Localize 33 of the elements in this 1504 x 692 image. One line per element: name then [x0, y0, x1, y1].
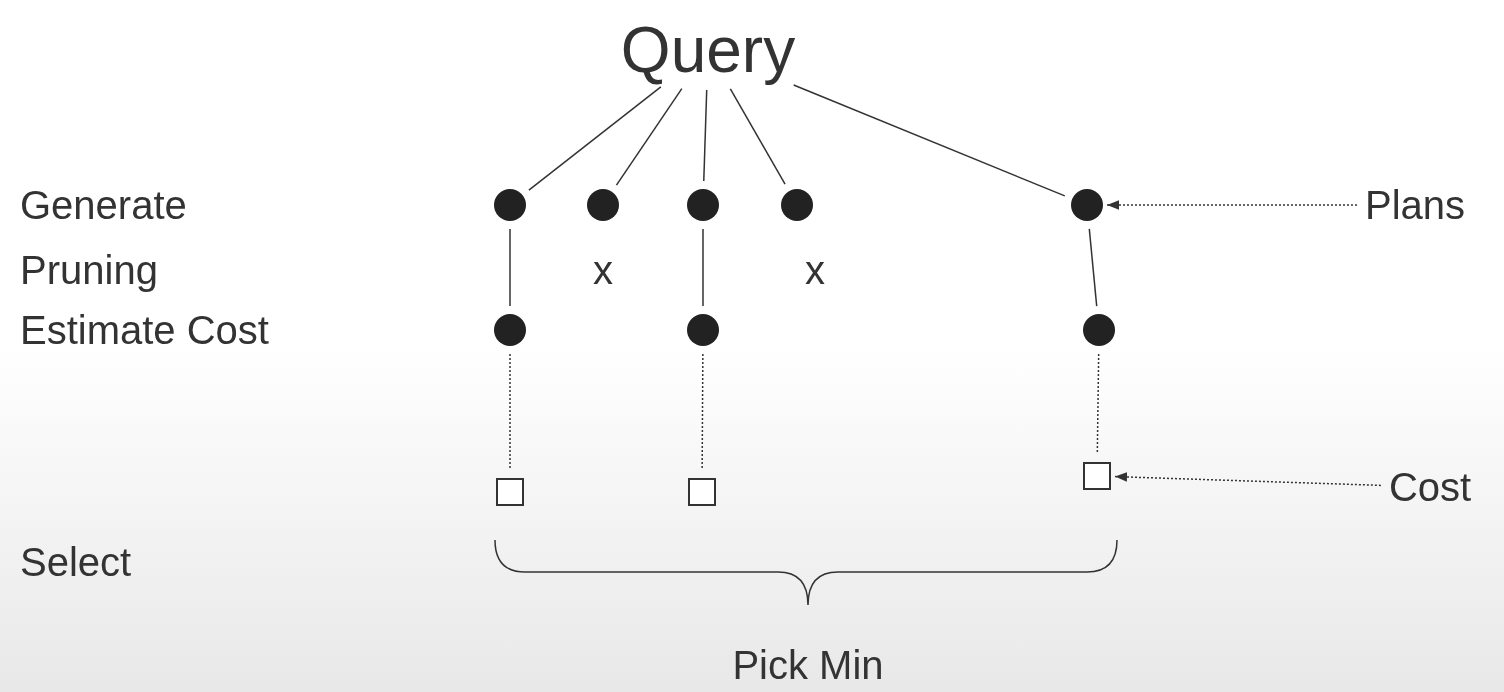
connector-line: [729, 88, 786, 185]
connector-line: [615, 87, 683, 186]
connector-line: [792, 84, 1066, 197]
plan-dot: [1071, 189, 1103, 221]
row-label: Pruning: [20, 250, 158, 290]
row-label: Select: [20, 542, 132, 582]
leader-arrow: [1106, 200, 1358, 210]
connector-line: [509, 228, 511, 307]
plan-dot: [781, 189, 813, 221]
plan-dot: [587, 189, 619, 221]
plan-dot: [494, 314, 526, 346]
plan-dot: [687, 189, 719, 221]
connector-line: [528, 86, 662, 191]
plan-dot: [1083, 314, 1115, 346]
plan-dot: [494, 189, 526, 221]
pruned-mark: x: [593, 250, 613, 290]
connector-line: [1088, 228, 1098, 307]
cost-square: [688, 478, 716, 506]
connector-line: [702, 228, 704, 307]
leader-arrow: [1114, 472, 1382, 487]
dotted-connector: [509, 353, 511, 471]
cost-square: [496, 478, 524, 506]
brace-label: Pick Min: [732, 645, 884, 685]
plan-dot: [687, 314, 719, 346]
cost-square: [1083, 462, 1111, 490]
dotted-connector: [1096, 353, 1100, 455]
callout-label: Cost: [1388, 467, 1472, 507]
connector-line: [703, 89, 708, 182]
callout-label: Plans: [1364, 185, 1466, 225]
pruned-mark: x: [805, 250, 825, 290]
row-label: Generate: [20, 185, 187, 225]
row-label: Estimate Cost: [20, 310, 269, 350]
dotted-connector: [701, 353, 704, 471]
